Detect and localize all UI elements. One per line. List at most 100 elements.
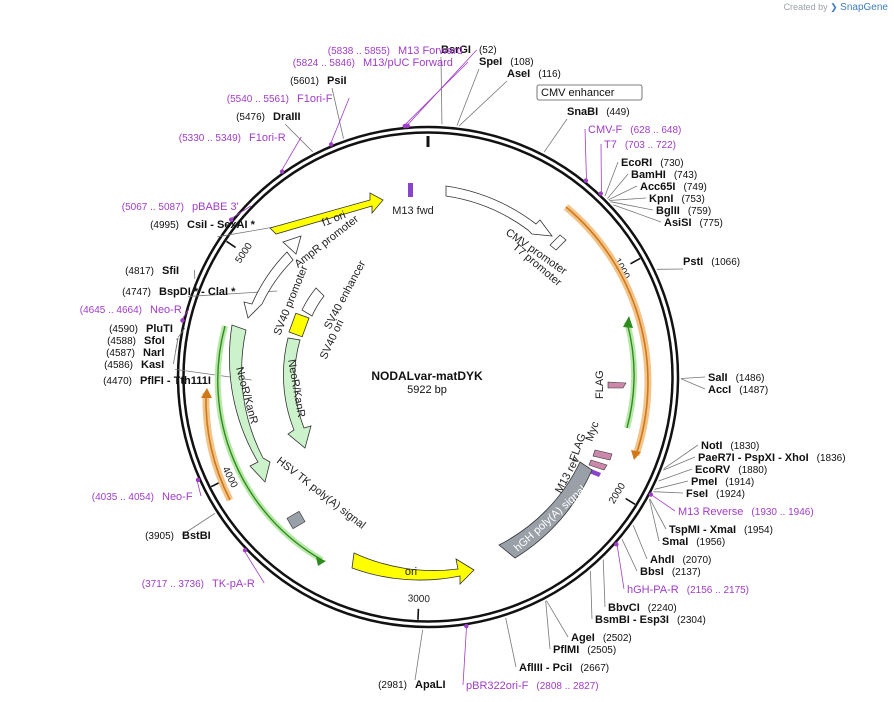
site-label[interactable]: SmaI(1956) bbox=[662, 536, 725, 548]
asei-leader bbox=[458, 80, 508, 127]
site-label[interactable]: PstI(1066) bbox=[683, 256, 740, 268]
pmei-position: (1914) bbox=[725, 477, 754, 488]
site-label[interactable]: (4586) KasI bbox=[104, 359, 164, 371]
kasi-name: KasI bbox=[141, 359, 164, 371]
site-label[interactable]: EcoRV(1880) bbox=[695, 464, 767, 476]
site-label[interactable]: BbvCI(2240) bbox=[608, 602, 677, 614]
site-label[interactable]: Acc65I (749) bbox=[640, 181, 707, 193]
feature-label-m13-fwd: M13 fwd bbox=[392, 205, 434, 217]
site-label[interactable]: KpnI(753) bbox=[649, 193, 705, 205]
primer-label[interactable]: T7(703 .. 722) bbox=[604, 139, 676, 151]
ring-tick-label: 5000 bbox=[233, 241, 255, 266]
bspdi-clai-name: BspDI * - ClaI * bbox=[159, 286, 236, 298]
site-label[interactable]: AgeI(2502) bbox=[571, 632, 632, 644]
afliii-pcii-leader bbox=[505, 617, 517, 668]
site-label[interactable]: AccI(1487) bbox=[708, 384, 768, 396]
psii-position: (5601) bbox=[290, 76, 319, 87]
site-label[interactable]: FseI(1924) bbox=[686, 488, 745, 500]
site-label[interactable]: AflIII - PciI(2667) bbox=[519, 662, 609, 674]
orf-arc-right bbox=[563, 204, 652, 457]
site-label[interactable]: SpeI(108) bbox=[479, 56, 534, 68]
site-label[interactable]: SalI(1486) bbox=[708, 372, 764, 384]
primer-label[interactable]: (5838 .. 5855)M13 Forward bbox=[328, 45, 463, 57]
site-label[interactable]: (4747) BspDI * - ClaI * bbox=[122, 286, 236, 298]
myc-feature bbox=[588, 459, 608, 471]
feature-label-ori: ori bbox=[405, 566, 417, 578]
ring-tick bbox=[630, 257, 641, 265]
site-label[interactable]: TspMI - XmaI(1954) bbox=[669, 524, 773, 536]
site-label[interactable]: BglII(759) bbox=[656, 205, 711, 217]
snabi-name: SnaBI bbox=[567, 106, 598, 118]
site-label[interactable]: (4587)NarI bbox=[106, 347, 164, 359]
acc65i-name: Acc65I bbox=[640, 181, 675, 193]
t7-marker bbox=[598, 191, 603, 196]
primer-label[interactable]: CMV-F(628 .. 648) bbox=[588, 124, 681, 136]
site-label[interactable]: (4470)PflFI - Tth111I bbox=[103, 375, 211, 387]
m13-reverse-name: M13 Reverse bbox=[678, 506, 743, 518]
pbr322ori-f-leader bbox=[462, 627, 467, 686]
kasi-position: (4586) bbox=[104, 360, 133, 371]
neo-r-marker bbox=[180, 318, 185, 323]
primer-label[interactable]: pBR322ori-F(2808 .. 2827) bbox=[466, 680, 599, 692]
m13-fwd-feature bbox=[408, 183, 413, 197]
snapgene-credit: Created by ❯ SnapGene bbox=[784, 2, 888, 13]
psii-name: PsiI bbox=[327, 75, 347, 87]
primer-label[interactable]: hGH-PA-R(2156 .. 2175) bbox=[627, 584, 749, 596]
primer-label[interactable]: (3717 .. 3736)TK-pA-R bbox=[142, 578, 255, 590]
primer-label[interactable]: (5824 .. 5846)M13/pUC Forward bbox=[293, 57, 453, 69]
primer-label[interactable]: (5067 .. 5087)pBABE 3' bbox=[122, 201, 239, 213]
primer-label[interactable]: (4035 .. 4054)Neo-F bbox=[92, 491, 193, 503]
ring-tick bbox=[625, 497, 636, 505]
site-label[interactable]: BbsI(2137) bbox=[640, 566, 701, 578]
bsrgi-position: (52) bbox=[479, 45, 497, 56]
site-label[interactable]: PaeR7I - PspXI - XhoI(1836) bbox=[698, 452, 846, 464]
site-label[interactable]: AseI(116) bbox=[507, 68, 561, 80]
m13-reverse-leader bbox=[651, 494, 676, 512]
bamhi-leader bbox=[607, 173, 629, 199]
neo-kanr-feature-outer bbox=[229, 324, 271, 483]
site-label[interactable]: (3905)BstBI bbox=[145, 530, 211, 542]
m13-forward-position: (5838 .. 5855) bbox=[328, 46, 390, 57]
site-label[interactable]: (4590)PluTI bbox=[109, 323, 173, 335]
primer-label[interactable]: M13 Reverse(1930 .. 1946) bbox=[678, 506, 814, 518]
site-label[interactable]: (2981)ApaLI bbox=[378, 679, 445, 691]
asisi-position: (775) bbox=[700, 218, 723, 229]
neo-f-leader bbox=[196, 480, 202, 497]
site-label[interactable]: AhdI(2070) bbox=[650, 554, 711, 566]
acc65i-position: (749) bbox=[683, 182, 706, 193]
pflmi-leader bbox=[545, 600, 551, 650]
ring-tick-label: 3000 bbox=[407, 593, 430, 605]
site-label[interactable]: NotI(1830) bbox=[701, 440, 759, 452]
sv40-promoter-feature bbox=[243, 251, 294, 319]
site-label[interactable]: BsrGI (52) bbox=[441, 44, 497, 56]
site-label[interactable]: EcoRI(730) bbox=[621, 157, 684, 169]
site-label[interactable]: AsiSI(775) bbox=[664, 217, 723, 229]
ecorv-name: EcoRV bbox=[695, 464, 731, 476]
site-label[interactable]: BamHI(743) bbox=[631, 169, 697, 181]
ecorv-leader bbox=[658, 468, 693, 482]
site-label[interactable]: PflMI(2505) bbox=[553, 644, 616, 656]
agei-name: AgeI bbox=[571, 632, 595, 644]
psti-position: (1066) bbox=[711, 257, 740, 268]
site-label[interactable]: (4588)SfoI bbox=[107, 335, 165, 347]
site-label[interactable]: (4995)CsiI - SexAI * bbox=[150, 219, 255, 231]
bsmbi-esp3i-name: BsmBI - Esp3I bbox=[595, 614, 669, 626]
f1ori-f-marker bbox=[328, 142, 334, 147]
pbabe-3-leader bbox=[230, 205, 252, 220]
site-label[interactable]: (4817)SfiI bbox=[125, 265, 179, 277]
site-label[interactable]: SnaBI(449) bbox=[567, 106, 630, 118]
asei-position: (116) bbox=[538, 69, 561, 80]
bspdi-clai-position: (4747) bbox=[122, 287, 151, 298]
primer-label[interactable]: (5540 .. 5561)F1ori-F bbox=[227, 93, 333, 105]
site-label[interactable]: BsmBI - Esp3I(2304) bbox=[595, 614, 706, 626]
bsrgi-name: BsrGI bbox=[441, 44, 471, 56]
site-label[interactable]: (5476)DraIII bbox=[236, 111, 300, 123]
site-label[interactable]: PmeI(1914) bbox=[691, 476, 754, 488]
site-label[interactable]: (5601) PsiI bbox=[290, 75, 346, 87]
cmv-f-name: CMV-F bbox=[588, 124, 623, 136]
pflfi-tth111i-position: (4470) bbox=[103, 376, 132, 387]
primer-label[interactable]: (5330 .. 5349)F1ori-R bbox=[179, 132, 286, 144]
sali-name: SalI bbox=[708, 372, 728, 384]
primer-label[interactable]: (4645 .. 4664)Neo-R bbox=[80, 304, 182, 316]
